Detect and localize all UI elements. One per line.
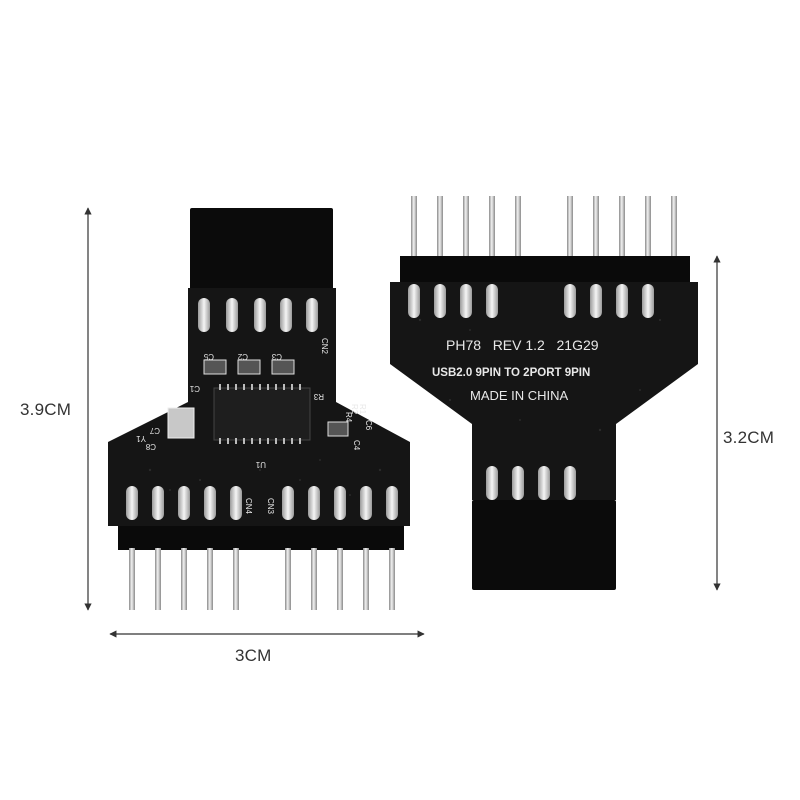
silk-cn3: CN3: [266, 498, 275, 515]
left-top-pads: [198, 298, 318, 332]
silk-r1: R1: [358, 404, 367, 415]
left-bottom-pads: [126, 486, 398, 520]
right-pin-header-strip: [400, 256, 690, 282]
right-top-pads: [408, 284, 654, 318]
left-pin-header-strip: [118, 526, 404, 550]
silk-r4: R4: [344, 412, 353, 423]
silk-r3: R3: [313, 392, 324, 401]
silk-c1: C1: [189, 384, 200, 393]
silk-c7: C7: [149, 426, 160, 435]
right-board-line3: MADE IN CHINA: [470, 388, 569, 403]
left-crystal: [167, 407, 195, 439]
dimension-label-right-height: 3.2CM: [723, 428, 775, 447]
right-bottom-pads: [486, 466, 576, 500]
silk-r2: R2: [350, 404, 359, 415]
silk-cn2: CN2: [320, 338, 329, 355]
silk-c8: C8: [145, 442, 156, 451]
silk-u1: U1: [255, 460, 266, 469]
right-board-line2: USB2.0 9PIN TO 2PORT 9PIN: [432, 367, 590, 379]
silk-c4: C4: [352, 440, 361, 451]
dimension-label-width: 3CM: [235, 646, 272, 665]
left-ic-chip: [213, 384, 311, 444]
dimension-label-left-height: 3.9CM: [20, 400, 72, 419]
silk-c2: C2: [237, 352, 248, 361]
left-male-pins: [129, 548, 395, 610]
left-capacitors: [203, 359, 349, 437]
left-adapter-board: CN2 C5 C2 C3 C1 R3 R2 R1 R4 C4 C6 C7 C8 …: [108, 208, 410, 610]
silk-cn4: CN4: [244, 498, 253, 515]
left-top-female-header: [190, 208, 333, 290]
silk-c3: C3: [271, 352, 282, 361]
right-male-pins: [411, 196, 677, 258]
right-adapter-board: PH78 REV 1.2 21G29 USB2.0 9PIN TO 2PORT …: [390, 196, 698, 590]
silk-y1: Y1: [136, 434, 146, 443]
right-board-line1: PH78 REV 1.2 21G29: [446, 337, 599, 353]
right-bottom-female-header: [472, 500, 616, 590]
silk-c6: C6: [364, 420, 373, 431]
right-pcb: [390, 282, 698, 500]
silk-c5: C5: [203, 352, 214, 361]
